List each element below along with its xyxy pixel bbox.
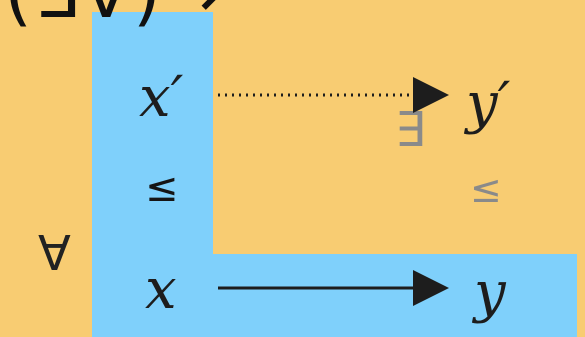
left-relation-label: ≤ (145, 165, 179, 211)
top-heading: (∃∀)→ (4, 0, 225, 28)
forall-symbol: ∀ (38, 226, 71, 282)
right-relation-label: ≤ (470, 167, 502, 211)
blue-region-horizontal (92, 254, 577, 337)
x-prime-label: x′ (139, 65, 184, 130)
y-prime-label: y′ (466, 71, 511, 136)
y-label: y (474, 260, 506, 325)
exists-symbol: ∃ (395, 102, 426, 158)
x-label: x (145, 257, 177, 322)
